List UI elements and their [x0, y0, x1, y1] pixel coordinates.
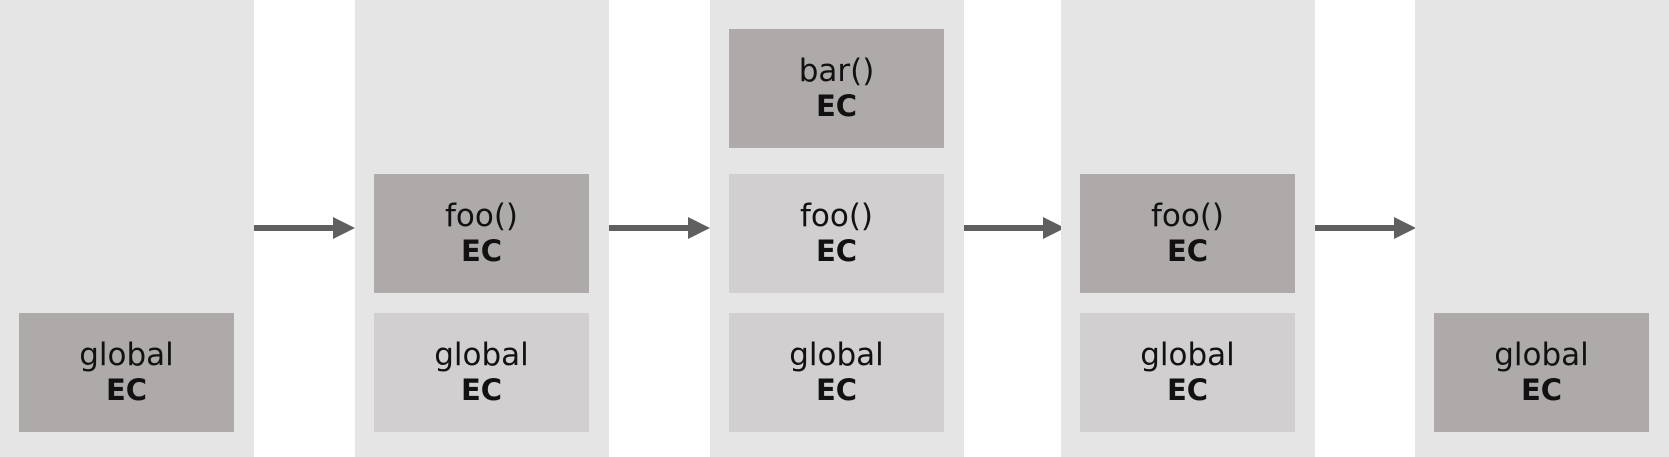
arrow-icon — [964, 217, 1065, 239]
context-ec: EC — [815, 233, 858, 268]
execution-context-foo: foo() EC — [1080, 174, 1295, 293]
context-ec: EC — [815, 372, 858, 407]
context-ec: EC — [105, 372, 148, 407]
call-stack-frame-4: foo() EC global EC — [1061, 0, 1315, 457]
context-label: global — [79, 336, 174, 373]
context-ec: EC — [815, 88, 858, 123]
context-label: global — [1494, 336, 1589, 373]
arrow-icon — [609, 217, 710, 239]
call-stack-frame-5: global EC — [1415, 0, 1669, 457]
context-label: foo() — [1150, 197, 1225, 234]
arrow-icon — [254, 217, 355, 239]
context-ec: EC — [1166, 233, 1209, 268]
execution-context-foo: foo() EC — [374, 174, 589, 293]
execution-context-global: global EC — [374, 313, 589, 432]
context-label: global — [1140, 336, 1235, 373]
context-label: global — [789, 336, 884, 373]
execution-context-global: global EC — [1434, 313, 1649, 432]
execution-context-global: global EC — [1080, 313, 1295, 432]
execution-context-foo: foo() EC — [729, 174, 944, 293]
call-stack-frame-1: global EC — [0, 0, 254, 457]
context-label: foo() — [799, 197, 874, 234]
context-ec: EC — [460, 372, 503, 407]
context-label: global — [434, 336, 529, 373]
execution-context-bar: bar() EC — [729, 29, 944, 148]
arrow-icon — [1315, 217, 1416, 239]
context-label: bar() — [798, 52, 875, 89]
context-ec: EC — [1166, 372, 1209, 407]
execution-context-global: global EC — [19, 313, 234, 432]
context-label: foo() — [444, 197, 519, 234]
context-ec: EC — [1520, 372, 1563, 407]
call-stack-frame-3: bar() EC foo() EC global EC — [710, 0, 964, 457]
call-stack-frame-2: foo() EC global EC — [355, 0, 609, 457]
execution-context-global: global EC — [729, 313, 944, 432]
context-ec: EC — [460, 233, 503, 268]
